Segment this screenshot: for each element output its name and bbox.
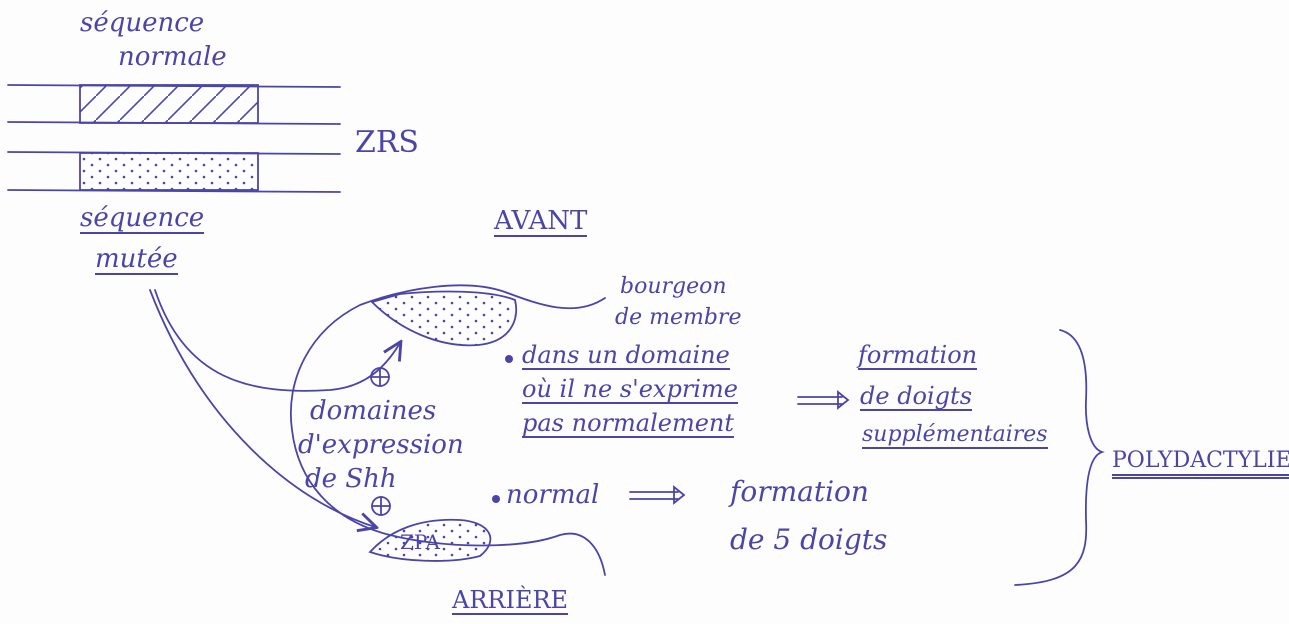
posterior-label: ARRIÈRE	[452, 588, 568, 615]
bullet-normal	[492, 495, 500, 503]
normal-sequence-label-line1: séquence	[80, 10, 204, 36]
ectopic-domain	[372, 292, 516, 346]
limb-bud-label-line2: de membre	[615, 307, 741, 329]
polydactyly-conclusion: POLYDACTYLIE	[1112, 450, 1289, 479]
ectopic-text-line3: pas normalement	[522, 411, 734, 438]
mutated-sequence-label-line2: mutée	[95, 246, 178, 275]
limb-bud-label-line1: bourgeon	[620, 276, 727, 298]
zrs-label: ZRS	[355, 128, 419, 158]
bullet-ectopic	[505, 355, 513, 363]
shh-domains-label-line1: domaines	[310, 398, 436, 424]
mutated-zrs-box	[80, 153, 258, 190]
shh-domains-label-line2: d'expression	[298, 432, 464, 458]
mutated-sequence-label-line1: séquence	[80, 205, 204, 234]
zpa-label: ZPA	[400, 532, 440, 552]
extra-digits-result-line1: formation	[858, 343, 977, 370]
shh-domains-label-line3: de Shh	[305, 466, 397, 492]
ectopic-text-line1: dans un domaine	[522, 343, 730, 370]
five-digits-result-line2: de 5 doigts	[730, 526, 887, 554]
five-digits-result-line1: formation	[730, 478, 869, 506]
anterior-label: AVANT	[494, 208, 587, 237]
extra-digits-result-line3: supplémentaires	[862, 424, 1048, 449]
normal-zrs-box	[80, 85, 258, 123]
polydactyly-brace	[1015, 330, 1102, 585]
extra-digits-result-line2: de doigts	[860, 384, 972, 411]
normal-sequence-label-line2: normale	[118, 44, 227, 70]
normal-text: normal	[506, 482, 599, 508]
ectopic-text-line2: où il ne s'exprime	[522, 377, 738, 404]
